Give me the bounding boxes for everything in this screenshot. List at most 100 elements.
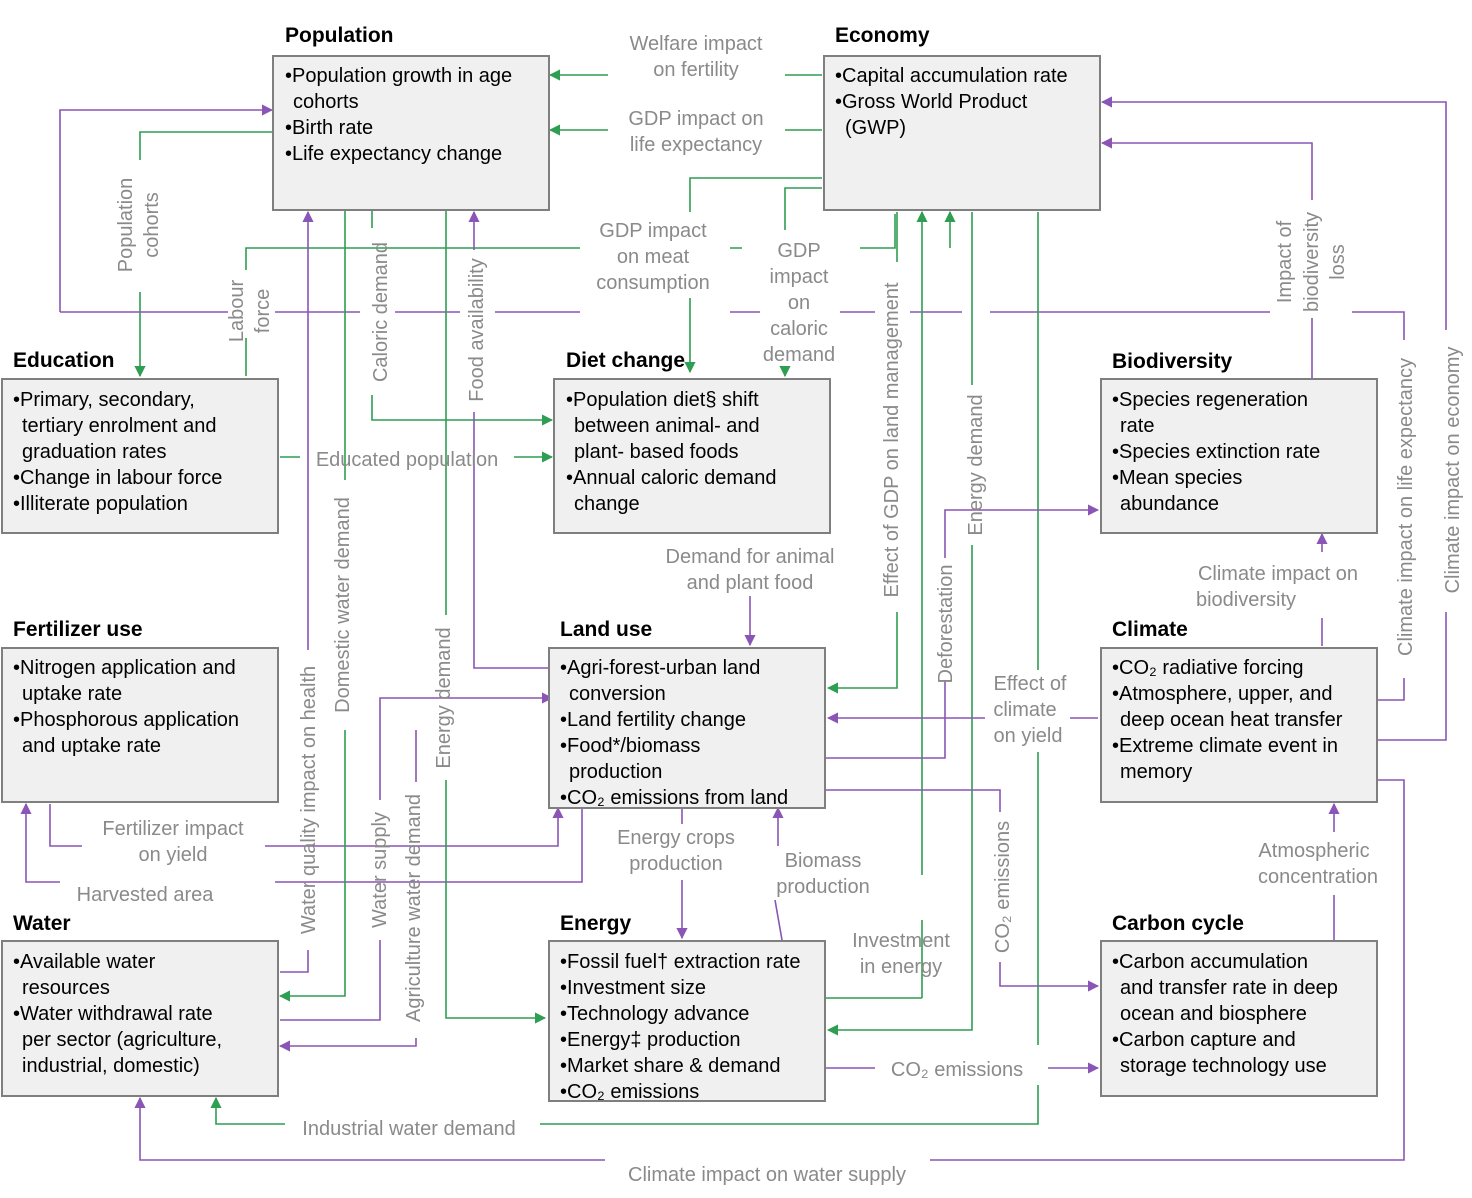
label-water-supply: Water supply	[369, 812, 391, 928]
module-item: conversion	[569, 683, 666, 705]
module-carbon-cycle: Carbon cycle •Carbon accumulation and tr…	[1100, 912, 1378, 1097]
module-item: •Investment size	[560, 977, 706, 999]
module-item: •Population growth in age	[285, 65, 512, 87]
label-climate-biodiversity-2: biodiversity	[1196, 589, 1296, 611]
arrow-climate-economy	[1102, 102, 1447, 741]
arrow-land-co2	[826, 789, 1098, 986]
module-item: •CO₂ emissions	[560, 1081, 699, 1103]
label-educated-population: Educated population	[316, 449, 498, 471]
module-item: •Energy‡ production	[560, 1029, 740, 1051]
label-deforestation: Deforestation	[935, 565, 957, 684]
label-fertilizer-yield: Fertilizer impact	[102, 818, 244, 840]
arrow-domestic-water	[280, 210, 346, 996]
label-gdp-caloric-4: caloric	[770, 318, 828, 340]
module-item: rate	[1120, 415, 1154, 437]
module-title: Land use	[560, 618, 652, 641]
module-item: •Change in labour force	[13, 467, 222, 489]
module-title: Water	[13, 912, 71, 935]
module-title: Climate	[1112, 618, 1188, 641]
arrow-water-health	[280, 212, 308, 973]
module-item: and uptake rate	[22, 735, 161, 757]
module-item: •Technology advance	[560, 1003, 749, 1025]
label-gdp-caloric-3: on	[788, 292, 810, 314]
module-item: tertiary enrolment and	[22, 415, 217, 437]
line-climate-life	[1378, 678, 1405, 701]
arrow-climate-population-feedback	[59, 104, 274, 312]
arrow-population-cohorts	[140, 131, 272, 376]
arrow-energy-demand	[445, 210, 545, 1018]
module-title: Education	[13, 349, 115, 372]
label-gdp-meat: GDP impact	[599, 220, 707, 242]
label-climate-yield-3: on yield	[994, 725, 1063, 747]
module-item: storage technology use	[1120, 1055, 1327, 1077]
label-atmospheric-2: concentration	[1258, 866, 1378, 888]
label-domestic-water: Domestic water demand	[332, 497, 354, 713]
module-item: •Carbon capture and	[1112, 1029, 1296, 1051]
module-item: •Nitrogen application and	[13, 657, 236, 679]
label-welfare-fertility-2: on fertility	[653, 59, 739, 81]
label-climate-yield-2: climate	[993, 699, 1056, 721]
arrow-gdp-caloric	[785, 187, 822, 376]
label-co2-energy: CO₂ emissions	[891, 1059, 1023, 1081]
arrow-industrial-water	[210, 1096, 285, 1125]
label-energy-demand-bio: Energy demand	[965, 394, 987, 535]
module-energy: Energy •Fossil fuel† extraction rate •In…	[548, 912, 826, 1103]
module-item: •Agri-forest-urban land	[560, 657, 760, 679]
module-item: production	[569, 761, 662, 783]
module-water: Water •Available water resources •Water …	[1, 912, 279, 1097]
module-item: •Population diet§ shift	[566, 389, 759, 411]
arrow-energy-biodiversity	[944, 510, 1098, 690]
label-investment-energy-2: in energy	[860, 956, 942, 978]
module-title: Population	[285, 24, 394, 47]
arrow-food-availability	[474, 212, 548, 669]
module-item: •Atmosphere, upper, and	[1112, 683, 1332, 705]
module-item: •Life expectancy change	[285, 143, 502, 165]
module-item: •Extreme climate event in	[1112, 735, 1338, 757]
module-item: •Primary, secondary,	[13, 389, 195, 411]
module-item: deep ocean heat transfer	[1120, 709, 1343, 731]
module-fertilizer-use: Fertilizer use •Nitrogen application and…	[1, 618, 279, 803]
module-item: •Annual caloric demand	[566, 467, 776, 489]
module-item: cohorts	[293, 91, 359, 113]
label-harvested-area: Harvested area	[77, 884, 215, 906]
rotated-link-labels: Population cohorts Labour force Caloric …	[115, 178, 1464, 1022]
label-caloric-demand: Caloric demand	[370, 242, 392, 382]
arrow-labour-force	[245, 214, 896, 376]
line-horizontal-312	[60, 311, 1405, 340]
module-item: memory	[1120, 761, 1192, 783]
arrow-biodiversity-loss	[1102, 143, 1313, 378]
label-fertilizer-yield-2: on yield	[139, 844, 208, 866]
label-industrial-water: Industrial water demand	[302, 1118, 515, 1140]
module-diet-change: Diet change •Population diet§ shift betw…	[553, 349, 831, 534]
label-energy-crops: Energy crops	[617, 827, 735, 849]
module-education: Education •Primary, secondary, tertiary …	[1, 349, 279, 534]
module-item: and transfer rate in deep	[1120, 977, 1338, 999]
label-gdp-caloric: GDP	[777, 240, 820, 262]
module-item: graduation rates	[22, 441, 167, 463]
module-item: per sector (agriculture,	[22, 1029, 222, 1051]
module-item: plant- based foods	[574, 441, 739, 463]
module-item: change	[574, 493, 640, 515]
label-food-availability: Food availability	[466, 258, 488, 401]
label-atmospheric: Atmospheric	[1258, 840, 1369, 862]
label-biodiversity-loss: Impact of	[1274, 220, 1296, 303]
module-item: (GWP)	[845, 117, 906, 139]
module-item: •Land fertility change	[560, 709, 746, 731]
module-title: Diet change	[566, 349, 685, 372]
label-biomass-2: production	[776, 876, 869, 898]
label-climate-yield: Effect of	[993, 673, 1066, 695]
label-demand-food-2: and plant food	[687, 572, 814, 594]
label-climate-economy: Climate impact on economy	[1442, 347, 1464, 594]
module-item: •CO₂ emissions from land	[560, 787, 788, 809]
label-gdp-life: GDP impact on	[628, 108, 763, 130]
label-agri-water: Agriculture water demand	[403, 794, 425, 1022]
label-climate-water: Climate impact on water supply	[628, 1164, 906, 1186]
arrow-caloric-demand	[371, 210, 552, 420]
label-biomass: Biomass	[785, 850, 862, 872]
label-gdp-caloric-5: demand	[763, 344, 835, 366]
arrow-gdp-land	[828, 212, 898, 688]
module-item: •Market share & demand	[560, 1055, 780, 1077]
line-land-co2	[826, 690, 946, 759]
module-item: •Phosphorous application	[13, 709, 239, 731]
